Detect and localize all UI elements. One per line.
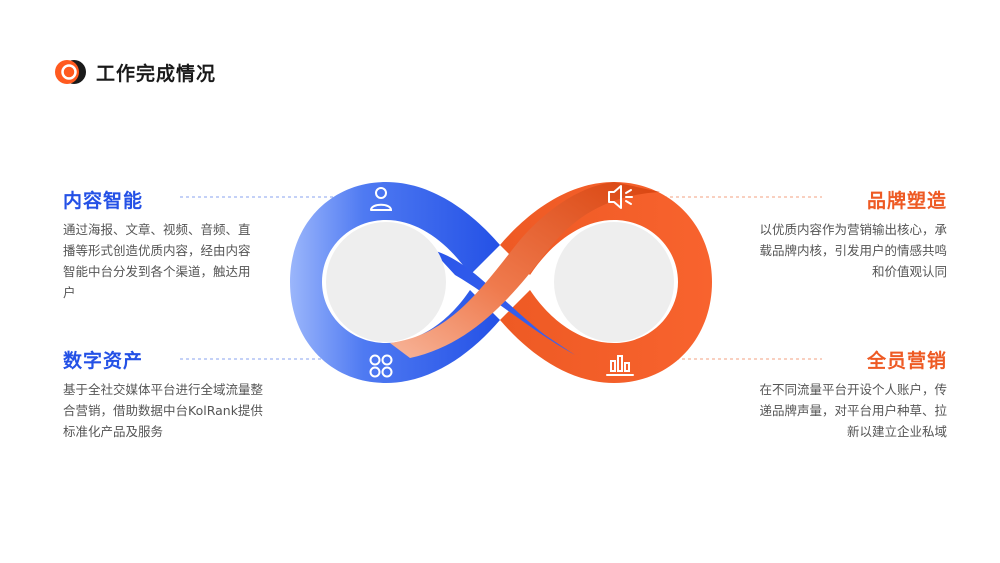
all-staff-marketing-title: 全员营销 [866,350,947,372]
page-title: 工作完成情况 [96,62,217,85]
left-inner-circle [326,222,446,342]
right-inner-circle [554,222,674,342]
content-intelligence-block: 内容智能 通过海报、文章、视频、音频、直播等形式创造优质内容，经由内容智能中台分… [63,186,258,303]
content-intelligence-title: 内容智能 [63,190,144,212]
bar-chart-icon [606,355,634,376]
all-staff-marketing-desc: 在不同流量平台开设个人账户，传递品牌声量，对平台用户种草、拉新以建立企业私域 [759,382,947,439]
speaker-icon [608,185,633,209]
brand-building-desc: 以优质内容作为营销输出核心，承载品牌内核，引发用户的情感共鸣和价值观认同 [759,222,947,279]
orange-crossing [390,182,660,358]
logo-icon [52,58,88,86]
content-intelligence-desc: 通过海报、文章、视频、音频、直播等形式创造优质内容，经由内容智能中台分发到各个渠… [63,222,251,300]
header: 工作完成情况 [52,58,216,86]
brand-building-block: 品牌塑造 以优质内容作为营销输出核心，承载品牌内核，引发用户的情感共鸣和价值观认… [750,186,947,282]
all-staff-marketing-block: 全员营销 在不同流量平台开设个人账户，传递品牌声量，对平台用户种草、拉新以建立企… [750,346,947,442]
brand-building-title: 品牌塑造 [866,190,947,212]
grid-icon [369,354,393,378]
user-icon [370,187,393,211]
digital-assets-title: 数字资产 [63,350,144,372]
digital-assets-block: 数字资产 基于全社交媒体平台进行全域流量整合营销，借助数据中台KolRank提供… [63,346,263,442]
digital-assets-desc: 基于全社交媒体平台进行全域流量整合营销，借助数据中台KolRank提供标准化产品… [63,382,264,439]
